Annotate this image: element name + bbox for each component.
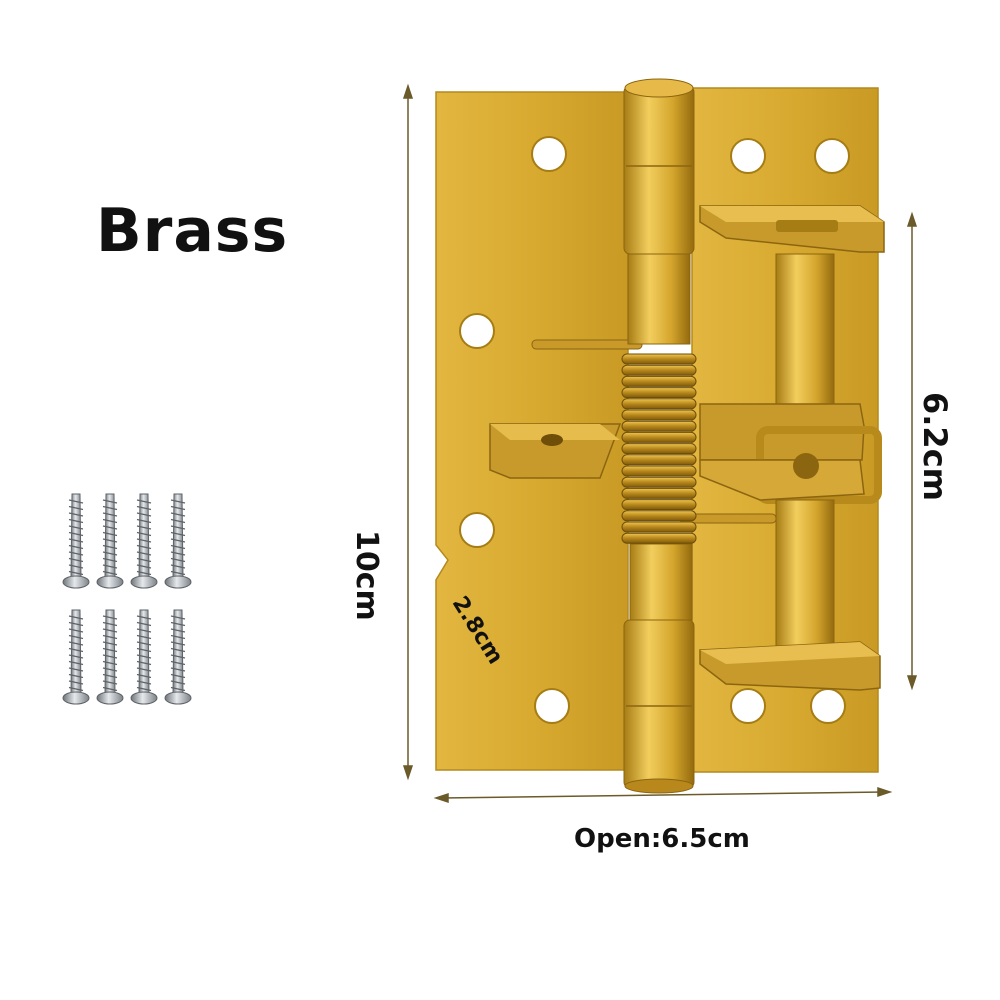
spring-dimension-label: 6.2cm xyxy=(916,392,954,501)
spring-coil-ring xyxy=(621,431,697,443)
screw-icon xyxy=(96,609,124,705)
spring-coil-ring xyxy=(621,375,697,387)
screw-icon xyxy=(164,609,192,705)
screw-hole xyxy=(534,688,570,724)
screw-hole xyxy=(730,688,766,724)
spring-coil-ring xyxy=(621,476,697,488)
spring-coil-ring xyxy=(621,364,697,376)
spring-coil-ring xyxy=(621,398,697,410)
spring-coil-ring xyxy=(621,532,697,544)
spring-mechanism xyxy=(699,205,885,691)
spring-coil xyxy=(621,353,697,544)
height-dimension-label: 10cm xyxy=(349,530,384,621)
screw-icon xyxy=(62,609,90,705)
spring-coil-ring xyxy=(621,510,697,522)
screw-icon xyxy=(96,493,124,589)
screw-icon xyxy=(62,493,90,589)
open-dimension-line xyxy=(441,791,885,799)
spring-coil-ring xyxy=(621,487,697,499)
screw-icon xyxy=(164,493,192,589)
spring-coil-ring xyxy=(621,499,697,511)
screw-hole xyxy=(810,688,846,724)
spring-coil-ring xyxy=(621,465,697,477)
spring-tail-rod xyxy=(531,339,643,350)
screw-icon xyxy=(130,493,158,589)
screw-set xyxy=(62,493,192,705)
screw-icon xyxy=(130,609,158,705)
screw-hole xyxy=(730,138,766,174)
spring-bracket-left xyxy=(489,423,622,479)
open-width-label: Open:6.5cm xyxy=(574,824,750,854)
screw-hole xyxy=(814,138,850,174)
spring-coil-ring xyxy=(621,443,697,455)
dimension-lines xyxy=(402,83,918,804)
spring-coil-ring xyxy=(621,387,697,399)
material-title: Brass xyxy=(96,196,289,266)
spring-coil-ring xyxy=(621,353,697,365)
spring-coil-ring xyxy=(621,409,697,421)
screw-hole xyxy=(459,512,495,548)
spring-coil-ring xyxy=(621,521,697,533)
spring-coil-ring xyxy=(621,454,697,466)
hinge-barrel xyxy=(623,78,695,794)
screw-hole xyxy=(531,136,567,172)
screw-hole xyxy=(459,313,495,349)
spring-coil-ring xyxy=(621,420,697,432)
